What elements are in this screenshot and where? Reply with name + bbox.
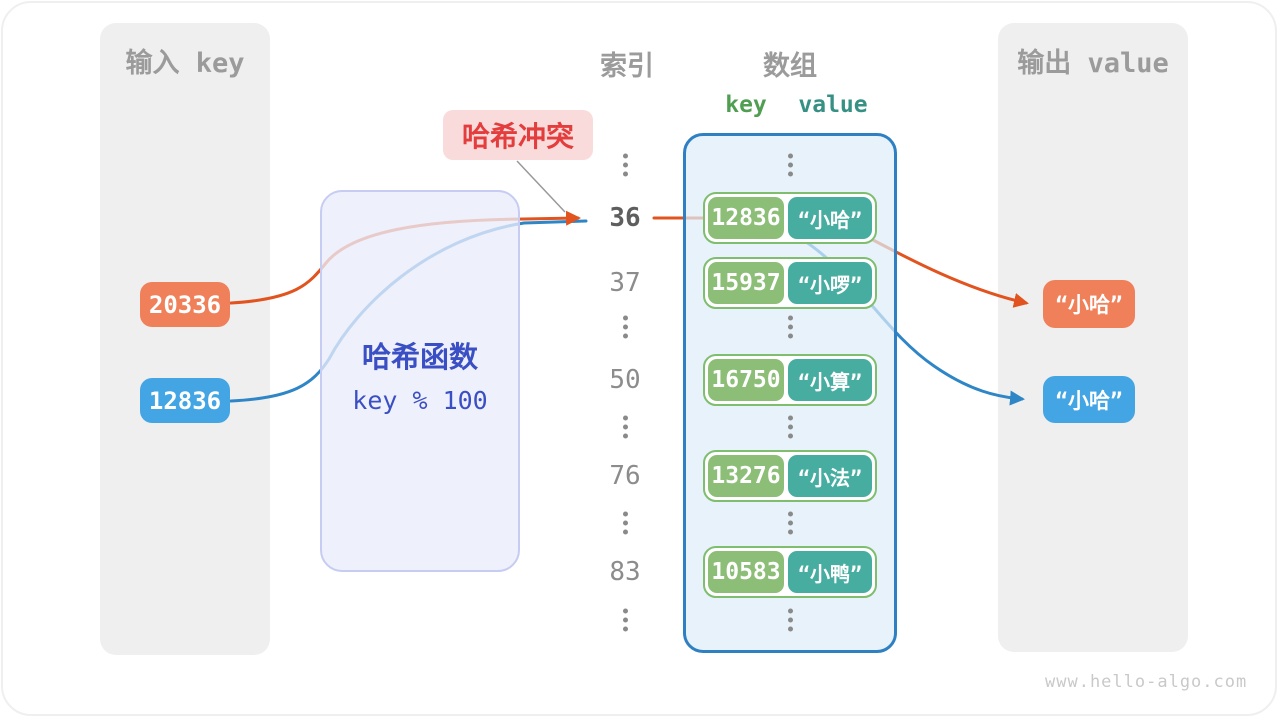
hash-function-box: 哈希函数 key % 100 (320, 190, 520, 572)
watermark: www.hello-algo.com (1045, 672, 1248, 692)
hash-function-formula: key % 100 (352, 386, 488, 415)
hash-function-title: 哈希函数 (361, 340, 478, 374)
key-value-header: key value (703, 92, 877, 118)
array-pair-15937: 15937 “小啰” (703, 257, 877, 309)
array-ellipsis (762, 511, 818, 535)
index-ellipsis (597, 608, 653, 632)
input-key-20336: 20336 (140, 282, 230, 327)
input-key-12836: 12836 (140, 378, 230, 423)
array-ellipsis (762, 315, 818, 339)
pair-value-badge: “小哈” (788, 197, 872, 239)
pair-value-badge: “小啰” (788, 262, 872, 304)
array-pair-12836: 12836 “小哈” (703, 192, 877, 244)
output-value-panel: 输出 value (998, 23, 1188, 652)
array-ellipsis (762, 608, 818, 632)
array-column-title: 数组 (763, 51, 817, 82)
array-ellipsis (762, 153, 818, 177)
hash-collision-badge: 哈希冲突 (443, 110, 593, 160)
pair-key-badge: 10583 (708, 551, 784, 593)
index-ellipsis (597, 315, 653, 339)
array-pair-13276: 13276 “小法” (703, 450, 877, 502)
value-header-label: value (798, 92, 868, 118)
collision-callout-line (516, 160, 566, 213)
array-ellipsis (762, 415, 818, 439)
output-panel-title: 输出 value (1017, 48, 1169, 79)
index-value-83: 83 (609, 557, 641, 587)
index-ellipsis (597, 153, 653, 177)
output-value-orange: “小哈” (1043, 280, 1135, 328)
array-pair-16750: 16750 “小算” (703, 354, 877, 406)
pair-key-badge: 15937 (708, 262, 784, 304)
pair-value-badge: “小鸭” (788, 551, 872, 593)
index-ellipsis (597, 511, 653, 535)
pair-key-badge: 13276 (708, 455, 784, 497)
array-pair-10583: 10583 “小鸭” (703, 546, 877, 598)
index-value-36: 36 (609, 203, 641, 233)
input-key-panel: 输入 key (100, 23, 270, 655)
pair-key-badge: 16750 (708, 359, 784, 401)
index-ellipsis (597, 415, 653, 439)
key-header-label: key (725, 92, 767, 118)
index-value-37: 37 (609, 268, 641, 298)
index-value-76: 76 (609, 461, 641, 491)
pair-value-badge: “小法” (788, 455, 872, 497)
pair-key-badge: 12836 (708, 197, 784, 239)
input-panel-title: 输入 key (125, 48, 245, 79)
output-value-blue: “小哈” (1043, 376, 1135, 423)
index-value-50: 50 (609, 365, 641, 395)
pair-value-badge: “小算” (788, 359, 872, 401)
index-column-title: 索引 (600, 51, 654, 82)
